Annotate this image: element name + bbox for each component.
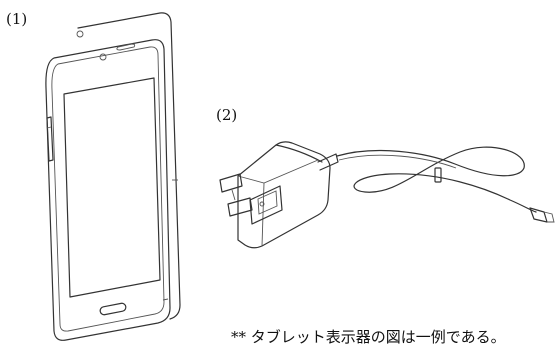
item-1-label: (1) <box>6 10 28 28</box>
figure-caption: ** タブレット表示器の図は一例である。 <box>231 328 506 346</box>
smartphone-illustration <box>45 12 181 341</box>
item-2-label: (2) <box>216 106 238 124</box>
ac-adapter-illustration <box>219 141 555 249</box>
